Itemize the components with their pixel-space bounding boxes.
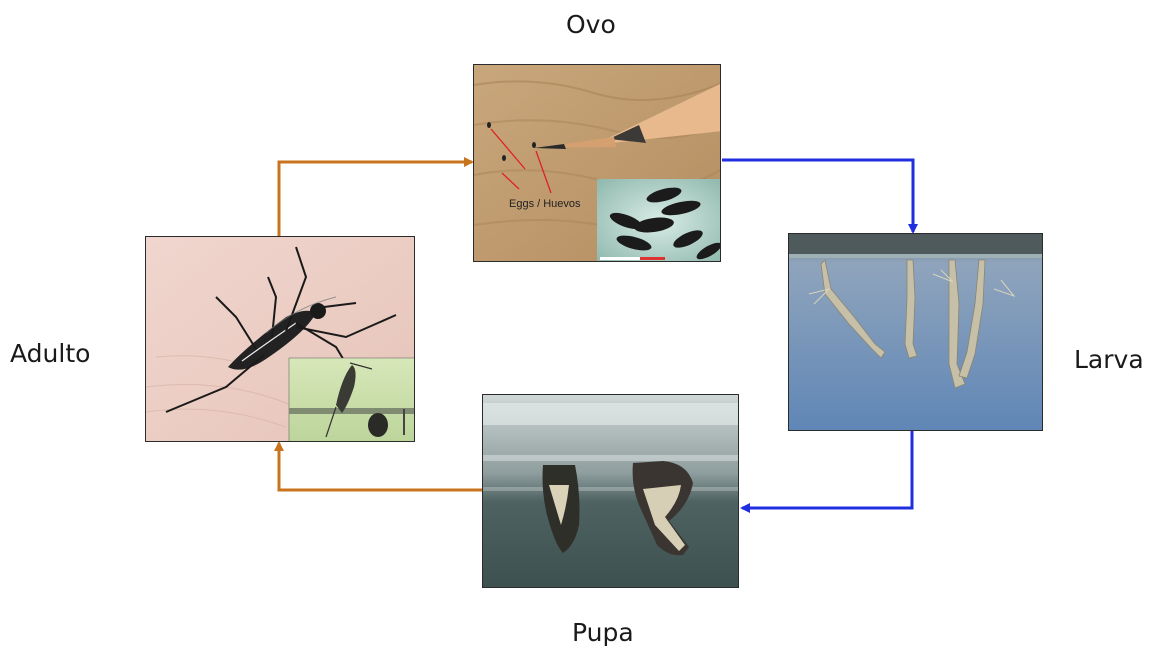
arrow-larva-to-pupa xyxy=(742,430,912,508)
arrow-egg-to-larva xyxy=(722,160,913,232)
egg-photo: Eggs / Huevos xyxy=(473,64,721,262)
adult-photo xyxy=(145,236,415,442)
egg-annotation: Eggs / Huevos xyxy=(509,198,581,210)
adult-inset xyxy=(289,358,415,442)
arrow-adult-to-egg xyxy=(279,162,472,236)
stage-label-adult: Adulto xyxy=(10,339,90,368)
stage-label-pupa: Pupa xyxy=(572,618,634,647)
stage-label-egg: Ovo xyxy=(566,10,616,39)
stage-label-larva: Larva xyxy=(1074,345,1144,374)
larva-photo xyxy=(788,233,1043,431)
arrow-pupa-to-adult xyxy=(279,443,482,490)
pupa-photo xyxy=(482,394,739,588)
egg-microscope-inset xyxy=(597,179,721,262)
